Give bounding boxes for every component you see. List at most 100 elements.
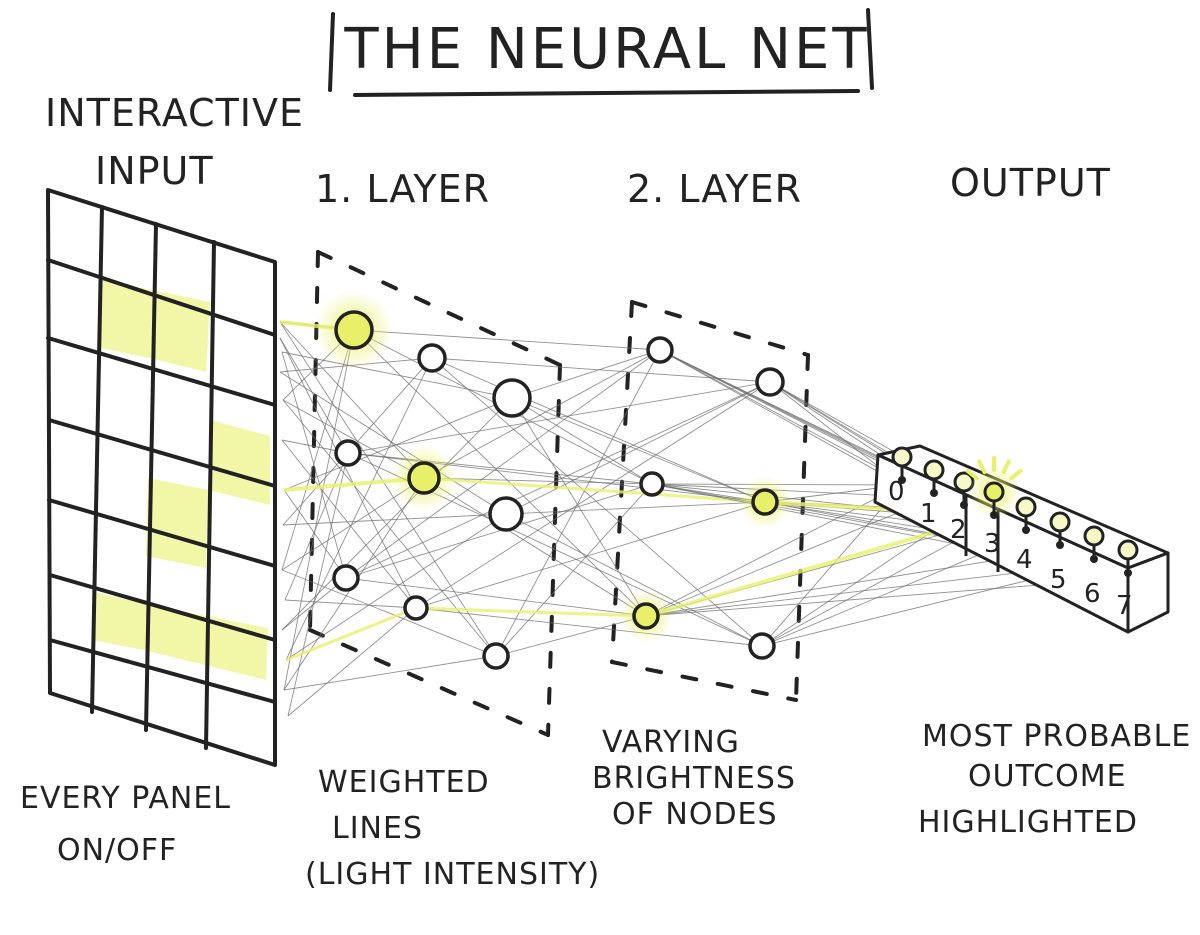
output-digit: 1 (920, 499, 937, 529)
layer1-dashed-box (308, 250, 562, 737)
lit-panel (100, 280, 152, 358)
connection-line (431, 357, 771, 383)
network-nodes (314, 290, 792, 670)
lit-node (751, 488, 779, 516)
title-group: THE NEURAL NET (328, 8, 874, 97)
connection-line (645, 497, 935, 617)
output-lamp-lit (983, 481, 1005, 503)
nodes-caption: VARYING BRIGHTNESS OF NODES (592, 725, 796, 832)
output-digit: 0 (888, 477, 905, 507)
output-digit: 2 (950, 515, 967, 545)
output-caption-line2: OUTCOME (968, 759, 1127, 794)
lamp-base (990, 511, 998, 519)
input-caption-line1: EVERY PANEL (20, 781, 231, 816)
connection-line (279, 371, 507, 515)
connection-line (495, 483, 653, 657)
connection-line (284, 452, 349, 601)
lit-node (407, 461, 441, 495)
connection-line (415, 501, 766, 609)
connection-line (283, 329, 355, 691)
connection-line (423, 477, 647, 617)
connection-line (281, 439, 417, 609)
node (403, 595, 429, 621)
connection-line (431, 357, 766, 503)
output-lamp (1015, 496, 1037, 518)
lamp-ray (965, 468, 979, 481)
connection-line (287, 607, 417, 717)
nodes-caption-line2: BRIGHTNESS (592, 761, 796, 796)
connection-line (761, 484, 903, 647)
title-bar-right (866, 8, 874, 90)
connection-line (281, 329, 355, 571)
output-lamp (1083, 525, 1105, 547)
node (492, 378, 532, 418)
weights-caption-line1: WEIGHTED (318, 765, 490, 800)
input-caption: EVERY PANEL ON/OFF (20, 781, 231, 868)
output-digit: 7 (1116, 591, 1133, 621)
input-header-line2: INPUT (95, 149, 214, 193)
layer2-header: 2. LAYER (627, 167, 802, 211)
node (482, 642, 510, 670)
lamp-ray (1001, 459, 1011, 475)
layer2-dashed-box (610, 300, 810, 702)
lamp-base (1124, 569, 1132, 577)
connection-line (287, 452, 349, 717)
weights-caption-line2: LINES (332, 811, 423, 846)
output-digit: 3 (984, 529, 1001, 559)
weights-caption-line3: (LIGHT INTENSITY) (305, 857, 600, 892)
input-grid (46, 188, 277, 767)
connection-line (281, 351, 513, 399)
connection-line (285, 357, 433, 661)
node (748, 632, 776, 660)
connection-line (283, 655, 497, 691)
output-header: OUTPUT (950, 161, 1111, 205)
input-grid-lit-panels (92, 280, 270, 680)
connection-line (283, 397, 513, 491)
output-caption-line1: MOST PROBABLE (922, 719, 1191, 754)
lit-panel (208, 420, 270, 505)
input-grid-lines (46, 205, 277, 750)
lamp-base (1090, 555, 1098, 563)
connection-line (511, 349, 661, 399)
lit-node (632, 602, 660, 630)
node (755, 367, 785, 397)
output-lamp (891, 446, 913, 468)
connection-line (279, 337, 349, 454)
connection-line (423, 477, 653, 485)
lit-node (334, 310, 374, 350)
lamp-base (1056, 541, 1064, 549)
lamp-base (1022, 526, 1030, 534)
nodes-caption-line3: OF NODES (612, 797, 778, 832)
connection-line (282, 357, 433, 526)
node (332, 564, 360, 592)
diagram-title: THE NEURAL NET (343, 17, 869, 82)
title-underline (353, 89, 860, 97)
connection-line (415, 606, 647, 618)
output-caption-line3: HIGHLIGHTED (918, 805, 1138, 840)
output-lamp (923, 459, 945, 481)
node (639, 471, 665, 497)
input-caption-line2: ON/OFF (57, 833, 177, 868)
connection-line (431, 357, 763, 647)
connection-line (415, 607, 763, 647)
connection-line (511, 397, 653, 485)
connection-line (495, 349, 661, 657)
connection-line (353, 329, 647, 617)
lit-panel (92, 592, 146, 650)
lamp-ray (977, 459, 987, 475)
connection-line (281, 351, 347, 579)
connection-line (345, 349, 661, 579)
title-bar-left (328, 12, 335, 92)
connection-line (279, 321, 425, 479)
connection-line (505, 381, 771, 515)
lamp-base (898, 476, 906, 484)
input-header-line1: INTERACTIVE (45, 91, 304, 135)
connection-line (505, 501, 766, 515)
connection-line (281, 397, 513, 631)
output-digit: 5 (1050, 565, 1067, 595)
output-digit: 4 (1016, 545, 1033, 575)
lit-panel (144, 604, 206, 665)
connection-line (511, 397, 647, 617)
